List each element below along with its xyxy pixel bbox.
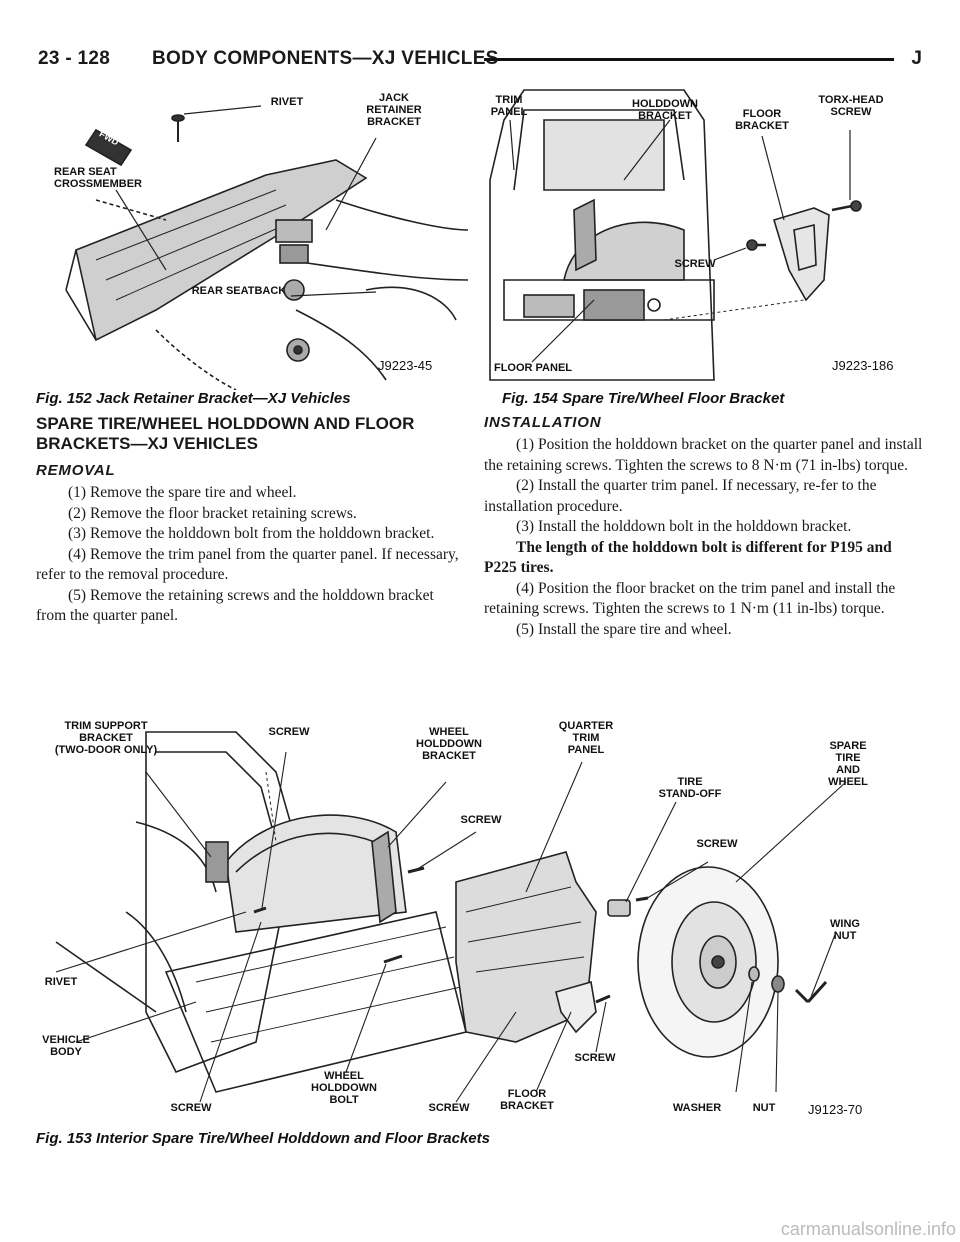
label-screw: SCREW: [674, 258, 716, 270]
removal-step: (2) Remove the floor bracket retaining s…: [68, 504, 357, 522]
label-rivet: RIVET: [44, 976, 78, 988]
label-screw: SCREW: [170, 1102, 212, 1114]
right-column: INSTALLATION (1) Position the holddown b…: [484, 414, 924, 640]
header-rule: [484, 58, 894, 61]
label-quarter-trim-panel: QUARTER TRIM PANEL: [558, 720, 614, 756]
figure-caption: Fig. 154 Spare Tire/Wheel Floor Bracket: [502, 390, 785, 407]
floor-bracket-illustration: [489, 89, 862, 381]
label-spare-tire-and-wheel: SPARE TIRE AND WHEEL: [828, 740, 868, 788]
figure-code: J9223-186: [832, 358, 894, 373]
label-holddown-bracket: HOLDDOWN BRACKET: [632, 98, 698, 122]
label-floor-panel: FLOOR PANEL: [493, 362, 572, 374]
label-screw: SCREW: [696, 838, 738, 850]
section-heading: SPARE TIRE/WHEEL HOLDDOWN AND FLOOR BRAC…: [36, 414, 415, 453]
label-torx-head-screw: TORX-HEAD SCREW: [818, 94, 884, 118]
label-tire-stand-off: TIRE STAND-OFF: [658, 776, 722, 800]
label-screw: SCREW: [574, 1052, 616, 1064]
manual-code: J: [911, 48, 922, 69]
installation-step: (3) Install the holddown bolt in the hol…: [516, 518, 852, 535]
figure-caption: Fig. 153 Interior Spare Tire/Wheel Holdd…: [36, 1130, 490, 1147]
label-floor-bracket: FLOOR BRACKET: [735, 108, 789, 132]
figure-caption: Fig. 152 Jack Retainer Bracket—XJ Vehicl…: [36, 390, 351, 407]
label-nut: NUT: [752, 1102, 776, 1114]
label-washer: WASHER: [672, 1102, 722, 1114]
removal-step: (5) Remove the retaining screws and the …: [36, 586, 434, 625]
label-screw: SCREW: [428, 1102, 470, 1114]
holddown-floor-brackets-illustration: [55, 731, 847, 1103]
jack-retainer-illustration: [65, 105, 468, 390]
label-screw: SCREW: [460, 814, 502, 826]
label-screw: SCREW: [268, 726, 310, 738]
installation-note: The length of the holddown bolt is diffe…: [484, 538, 892, 577]
label-wheel-holddown-bracket: WHEEL HOLDDOWN BRACKET: [416, 726, 482, 762]
label-trim-panel: TRIM PANEL: [490, 94, 528, 118]
removal-step: (1) Remove the spare tire and wheel.: [68, 484, 297, 501]
figure-152: RIVET JACK RETAINER BRACKET REAR SEAT CR…: [36, 80, 468, 410]
label-floor-bracket: FLOOR BRACKET: [500, 1088, 554, 1112]
label-wheel-holddown-bolt: WHEEL HOLDDOWN BOLT: [311, 1070, 377, 1106]
left-column: SPARE TIRE/WHEEL HOLDDOWN AND FLOOR BRAC…: [36, 414, 466, 627]
installation-step: (1) Position the holddown bracket on the…: [484, 436, 923, 474]
figure-code: J9223-45: [378, 358, 433, 373]
removal-step: (3) Remove the holddown bolt from the ho…: [68, 525, 435, 542]
label-rear-seatback: REAR SEATBACK: [191, 285, 287, 297]
figure-code: J9123-70: [808, 1102, 863, 1117]
installation-step: (4) Position the floor bracket on the tr…: [484, 579, 896, 618]
label-vehicle-body: VEHICLE BODY: [42, 1034, 90, 1058]
label-jack-retainer-bracket: JACK RETAINER BRACKET: [366, 92, 422, 128]
removal-step: (4) Remove the trim panel from the quart…: [36, 545, 459, 584]
watermark: carmanualsonline.info: [780, 1219, 956, 1239]
section-title: BODY COMPONENTS—XJ VEHICLES: [152, 48, 499, 69]
installation-step: (5) Install the spare tire and wheel.: [516, 620, 732, 638]
figure-154: TRIM PANEL HOLDDOWN BRACKET FLOOR BRACKE…: [484, 80, 924, 410]
figure-153: TRIM SUPPORT BRACKET (TWO-DOOR ONLY) SCR…: [36, 712, 924, 1162]
label-rivet: RIVET: [270, 96, 304, 108]
installation-heading: INSTALLATION: [484, 414, 602, 431]
page-number: 23 - 128: [38, 48, 111, 69]
removal-heading: REMOVAL: [36, 462, 116, 479]
page-header: 23 - 128 BODY COMPONENTS—XJ VEHICLES J: [36, 44, 924, 76]
label-wing-nut: WING NUT: [830, 918, 860, 942]
label-trim-support-bracket: TRIM SUPPORT BRACKET (TWO-DOOR ONLY): [54, 720, 158, 756]
label-rear-seat-crossmember: REAR SEAT CROSSMEMBER: [54, 166, 143, 190]
installation-step: (2) Install the quarter trim panel. If n…: [484, 477, 877, 515]
